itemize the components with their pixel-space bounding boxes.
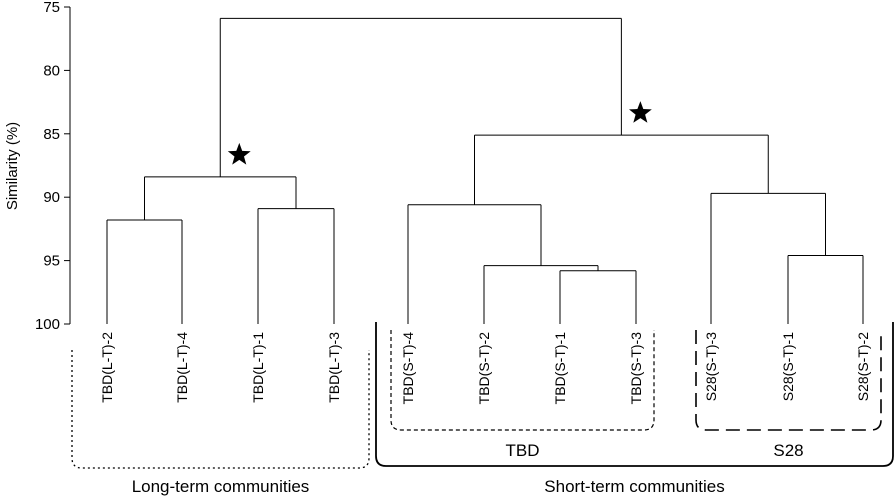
leaf-label: TBD(L-T)-1 [250, 332, 266, 403]
group-brackets: Long-term communities Short-term communit… [71, 322, 894, 496]
group-label-s28: S28 [773, 441, 803, 460]
leaf-label: TBD(S-T)-4 [400, 332, 416, 405]
group-label-long_term: Long-term communities [132, 477, 310, 496]
group-label-short_term: Short-term communities [544, 477, 724, 496]
y-tick-label: 95 [43, 253, 60, 270]
leaf-label: TBD(S-T)-1 [552, 332, 568, 405]
y-tick-label: 90 [43, 189, 60, 206]
leaf-label: TBD(S-T)-3 [628, 332, 644, 405]
significance-star-icon [629, 101, 652, 123]
leaf-label: S28(S-T)-1 [780, 332, 796, 401]
y-axis-label: Similarity (%) [4, 122, 21, 210]
leaf-label: TBD(L-T)-2 [99, 332, 115, 403]
dendrogram-tree [106, 17, 864, 324]
significance-stars [227, 101, 652, 165]
leaf-label: TBD(L-T)-4 [174, 332, 190, 403]
leaf-label: TBD(L-T)-3 [326, 332, 342, 403]
y-axis: 75 80 85 90 95 100 [35, 0, 71, 333]
leaf-labels: TBD(L-T)-2 TBD(L-T)-4 TBD(L-T)-1 TBD(L-T)-3… [99, 332, 871, 405]
leaf-label: S28(S-T)-3 [703, 332, 719, 401]
group-bracket-tbd [390, 330, 655, 431]
leaf-label: S28(S-T)-2 [855, 332, 871, 401]
group-bracket-s28 [695, 330, 882, 431]
group-label-tbd: TBD [506, 441, 540, 460]
group-bracket-short_term [375, 322, 894, 467]
y-tick-label: 85 [43, 126, 60, 143]
significance-star-icon [227, 142, 251, 165]
group-bracket-long_term [71, 350, 370, 469]
leaf-label: TBD(S-T)-2 [476, 332, 492, 405]
y-tick-label: 100 [35, 316, 60, 333]
y-tick-label: 75 [43, 0, 60, 16]
y-tick-label: 80 [43, 62, 60, 79]
